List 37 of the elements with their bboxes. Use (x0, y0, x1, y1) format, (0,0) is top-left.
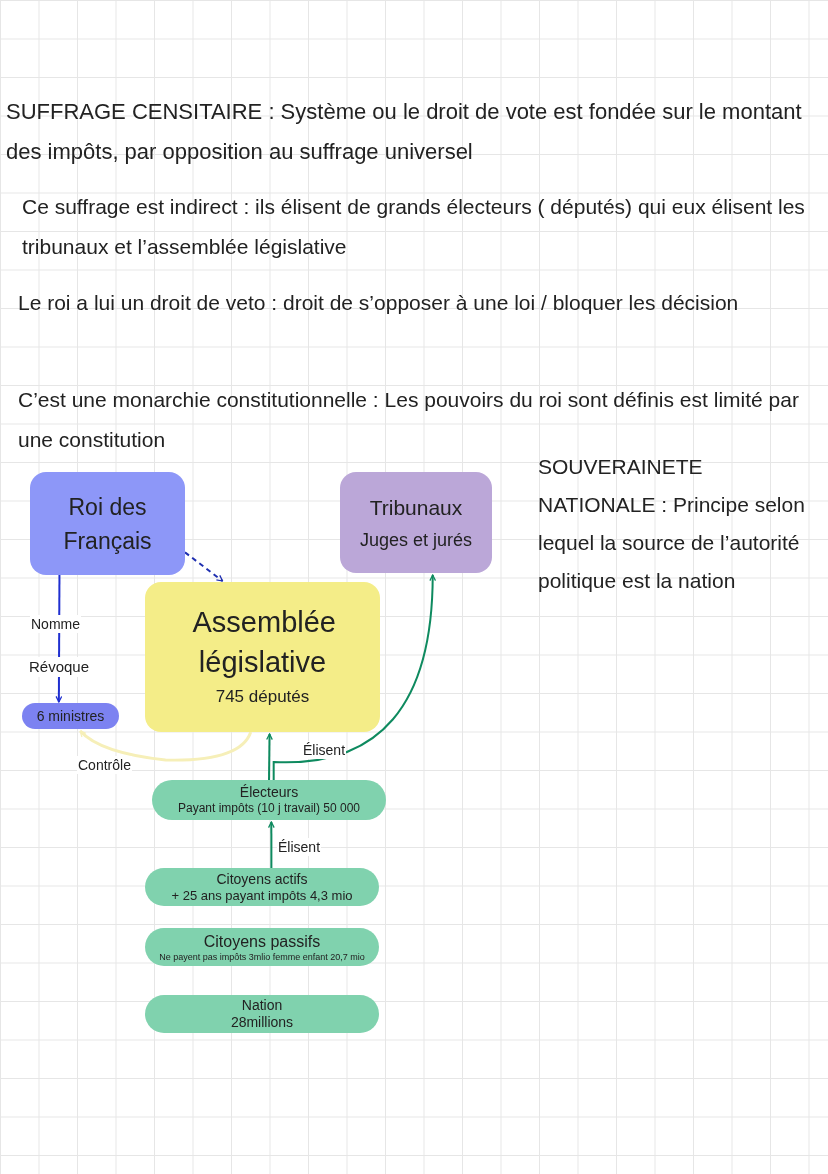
arrow (272, 574, 436, 781)
node-title: Citoyens passifs (203, 931, 321, 951)
node-detail: Ne payent pas impôts 3mlio femme enfant 20,7 mio (159, 950, 365, 963)
node-detail: + 25 ans payant impôts 4,3 mio (171, 887, 353, 904)
ministers-pill (22, 703, 119, 729)
arrow (267, 821, 275, 869)
citizens-pill (145, 928, 379, 966)
note-text: Ce suffrage est indirect : ils élisent de grands électeurs ( députés) qui eux élisent les tribunaux et l’assemblée législative (22, 194, 806, 260)
annotation-text: Révoque (28, 657, 91, 677)
arrow (79, 729, 253, 762)
arrow (266, 733, 273, 781)
arrow (184, 551, 224, 582)
definition-text: SUFFRAGE CENSITAIRE : Système ou le droit de vote est fondée sur le montant des impôts, par opposition au suffrage universel (6, 98, 803, 166)
node-title: Électeurs (239, 784, 299, 800)
node-title: Roi des Français (62, 492, 153, 556)
node-title: Nation (241, 997, 283, 1014)
node-title: Assemblée législative (192, 605, 333, 680)
node-title: Tribunaux (369, 494, 463, 521)
king-box (30, 472, 185, 575)
node-title: 6 ministres (36, 707, 105, 726)
node-detail: 745 députés (215, 686, 310, 708)
node-detail: 28millions (230, 1014, 294, 1031)
edge-label: Élisent (277, 838, 322, 856)
note-text: C’est une monarchie constitutionnelle : Les pouvoirs du roi sont définis est limité par une constitution (18, 387, 800, 453)
nation-pill (145, 995, 379, 1033)
voters-pill (152, 780, 386, 820)
definition-text: SOUVERAINETE NATIONALE : Principe selon lequel la source de l’autorité politique est la nation (538, 454, 806, 594)
citizens-pill (145, 868, 379, 906)
edge-label: Nomme (30, 615, 81, 633)
node-detail: Payant impôts (10 j travail) 50 000 (177, 800, 361, 816)
edge-label: Contrôle (77, 756, 132, 774)
node-detail: Juges et jurés (359, 528, 473, 552)
note-text: Le roi a lui un droit de veto : droit de s’opposer à une loi / bloquer les décision (18, 290, 740, 316)
node-title: Citoyens actifs (216, 870, 308, 887)
edge-label: Élisent (302, 741, 347, 759)
assembly-box (145, 582, 380, 732)
court-box (340, 472, 492, 573)
